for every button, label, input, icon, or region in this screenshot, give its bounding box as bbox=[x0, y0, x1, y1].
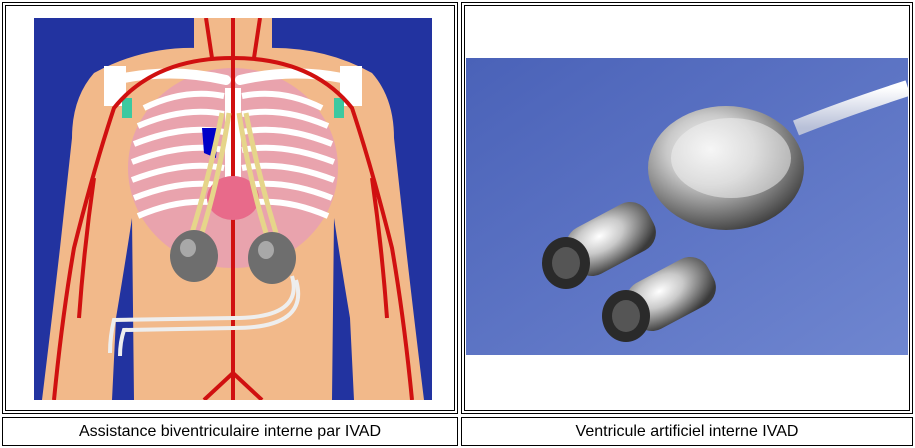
housing-highlight bbox=[671, 118, 791, 198]
right-pump-highlight bbox=[258, 241, 274, 259]
ivad-device-photo bbox=[466, 58, 908, 355]
device-svg bbox=[466, 58, 908, 355]
left-caption: Assistance biventriculaire interne par I… bbox=[2, 417, 458, 446]
left-shoulder-joint bbox=[122, 98, 132, 118]
left-pump-highlight bbox=[180, 239, 196, 257]
right-pump bbox=[248, 232, 296, 284]
biventricular-illustration bbox=[34, 18, 432, 400]
right-shoulder-joint bbox=[334, 98, 344, 118]
right-caption: Ventricule artificiel interne IVAD bbox=[461, 417, 913, 446]
anatomy-svg bbox=[34, 18, 432, 400]
left-pump bbox=[170, 230, 218, 282]
